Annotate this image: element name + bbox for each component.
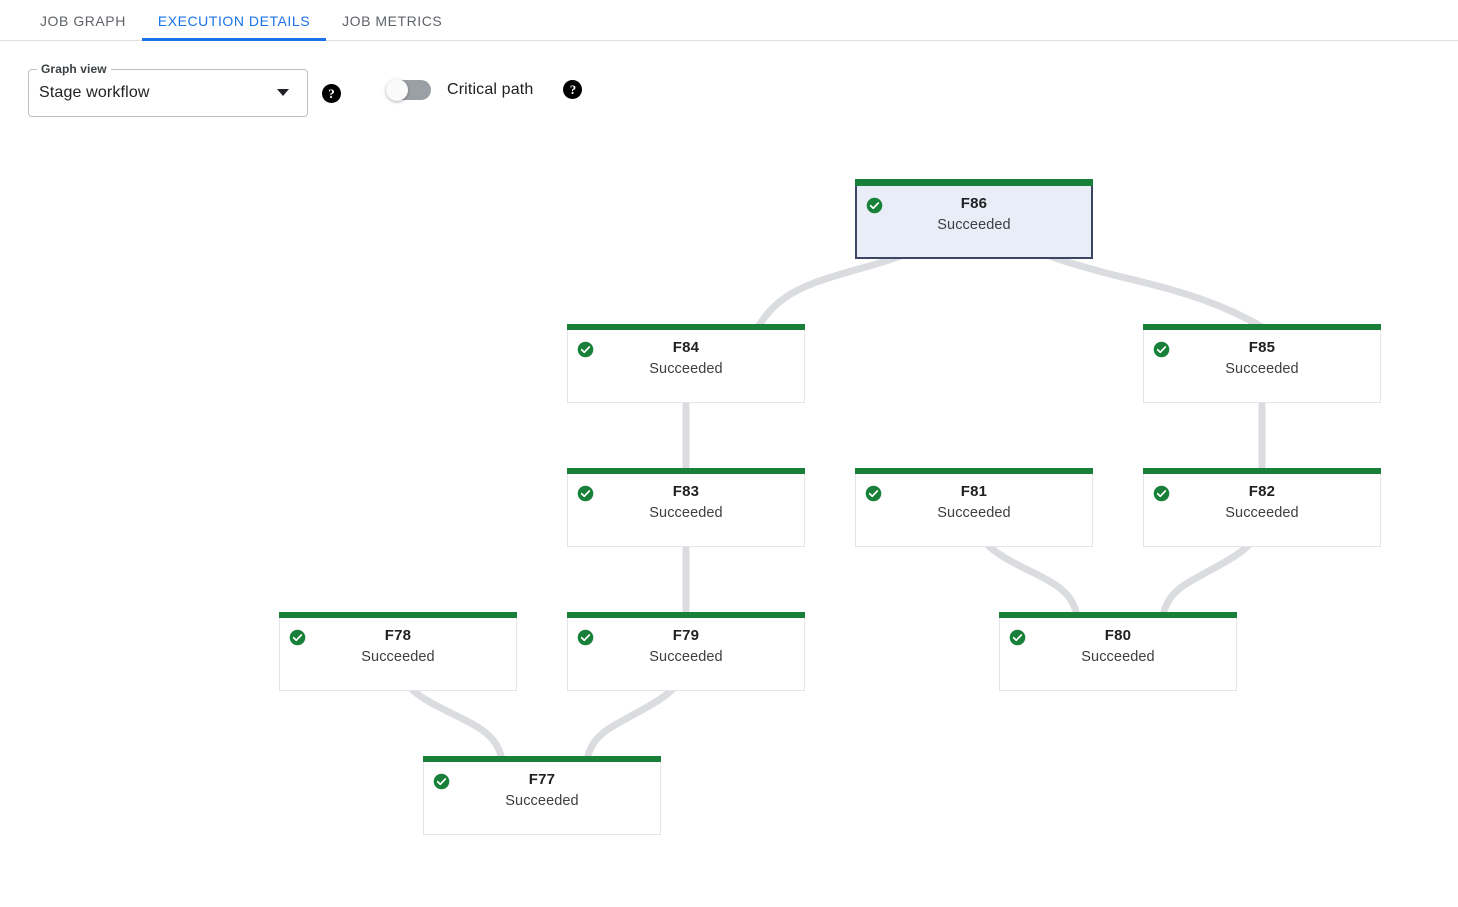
chevron-down-icon[interactable] <box>277 89 289 96</box>
node-status: Succeeded <box>1081 649 1155 665</box>
tab-label: EXECUTION DETAILS <box>157 12 311 29</box>
node-status: Succeeded <box>505 793 579 809</box>
node-status: Succeeded <box>937 505 1011 521</box>
node-status-bar <box>567 324 805 330</box>
graph-view-value: Stage workflow <box>39 83 150 101</box>
toggle-knob <box>386 78 408 101</box>
check-circle-icon <box>866 197 883 214</box>
check-circle-icon <box>1153 485 1170 502</box>
node-status: Succeeded <box>649 649 723 665</box>
critical-path-label: Critical path <box>447 80 534 98</box>
node-status: Succeeded <box>361 649 435 665</box>
node-status-bar <box>279 612 517 618</box>
node-status-bar <box>1143 324 1381 330</box>
node-status-bar <box>855 468 1093 474</box>
tab-bar: JOB GRAPH EXECUTION DETAILS JOB METRICS <box>0 0 1458 41</box>
node-title: F78 <box>384 627 412 644</box>
node-status-bar <box>567 468 805 474</box>
graph-view-help-icon[interactable]: ? <box>322 83 341 103</box>
node-title: F81 <box>960 483 988 500</box>
node-status: Succeeded <box>1225 361 1299 377</box>
node-title: F84 <box>672 339 700 356</box>
tab-job-metrics[interactable]: JOB METRICS <box>326 0 458 41</box>
node-status-bar <box>999 612 1237 618</box>
node-status-bar <box>567 612 805 618</box>
node-title: F82 <box>1248 483 1276 500</box>
graph-toolbar: Graph view Stage workflow ? Critical pat… <box>0 41 1458 136</box>
node-status: Succeeded <box>649 361 723 377</box>
node-title: F77 <box>528 771 556 788</box>
check-circle-icon <box>289 629 306 646</box>
node-status-bar <box>1143 468 1381 474</box>
node-status-bar <box>855 179 1093 186</box>
check-circle-icon <box>577 485 594 502</box>
critical-path-toggle[interactable]: Critical path <box>386 78 534 101</box>
node-title: F79 <box>672 627 700 644</box>
critical-path-help-icon[interactable]: ? <box>563 80 583 99</box>
node-status: Succeeded <box>649 505 723 521</box>
tab-label: JOB METRICS <box>342 12 443 29</box>
node-status-bar <box>423 756 661 762</box>
tab-label: JOB GRAPH <box>40 12 126 29</box>
node-title: F85 <box>1248 339 1276 356</box>
tab-job-graph[interactable]: JOB GRAPH <box>24 0 142 41</box>
toggle-track[interactable] <box>386 78 431 101</box>
node-status: Succeeded <box>1225 505 1299 521</box>
tab-execution-details[interactable]: EXECUTION DETAILS <box>141 0 327 41</box>
check-circle-icon <box>865 485 882 502</box>
node-title: F80 <box>1104 627 1132 644</box>
node-title: F86 <box>960 195 988 212</box>
check-circle-icon <box>577 629 594 646</box>
node-status: Succeeded <box>937 217 1011 233</box>
graph-view-label: Graph view <box>37 61 111 76</box>
node-title: F83 <box>672 483 700 500</box>
graph-view-select[interactable]: Graph view Stage workflow <box>28 61 308 117</box>
check-circle-icon <box>577 341 594 358</box>
